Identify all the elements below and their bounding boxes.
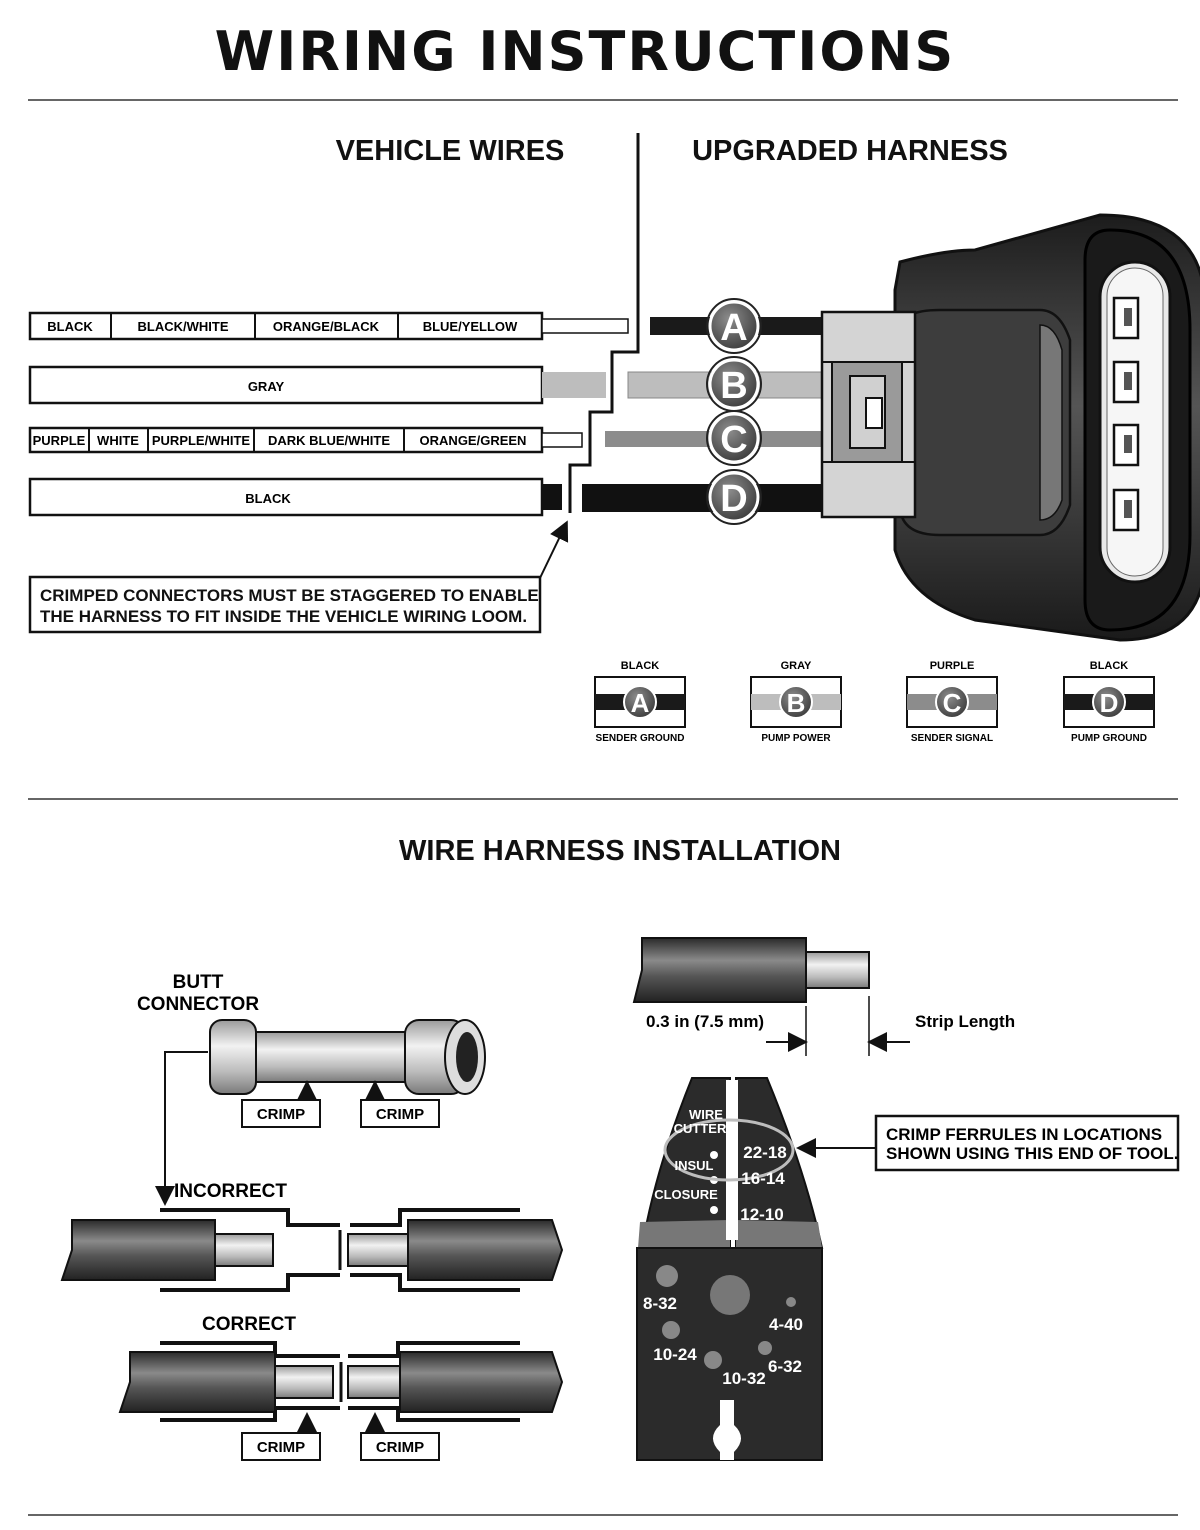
wire-label: ORANGE/GREEN (420, 433, 527, 448)
crimp-label-bottom-right: CRIMP (360, 1432, 440, 1461)
svg-text:PURPLE: PURPLE (930, 660, 975, 672)
strip-measure-label: 0.3 in (7.5 mm) (646, 1012, 764, 1031)
crimp-label-top-left: CRIMP (241, 1099, 321, 1128)
svg-text:SENDER SIGNAL: SENDER SIGNAL (911, 733, 993, 744)
vehicle-wire-row-1: BLACK BLACK/WHITE ORANGE/BLACK BLUE/YELL… (28, 311, 629, 341)
butt-connector (209, 1019, 486, 1095)
stagger-note-box: CRIMPED CONNECTORS MUST BE STAGGERED TO … (28, 575, 542, 634)
tool-label-insul: INSUL (675, 1158, 714, 1173)
svg-text:THE HARNESS TO FIT INSIDE THE: THE HARNESS TO FIT INSIDE THE VEHICLE WI… (40, 607, 527, 626)
svg-text:PUMP POWER: PUMP POWER (761, 733, 831, 744)
butt-connector-label: CONNECTOR (137, 994, 259, 1015)
wire-label: BLACK (245, 491, 291, 506)
butt-connector-leader (155, 1051, 208, 1206)
upgraded-harness-header: UPGRADED HARNESS (692, 135, 1008, 167)
vehicle-wires-header: VEHICLE WIRES (336, 135, 565, 167)
tool-label-closure: CLOSURE (654, 1187, 718, 1202)
svg-text:BLACK: BLACK (1090, 660, 1129, 672)
svg-text:B: B (720, 365, 747, 407)
svg-text:CRIMP: CRIMP (257, 1106, 305, 1123)
butt-connector-label: BUTT (173, 972, 224, 993)
correct-splice (118, 1341, 564, 1422)
pin-badge-b: B (706, 356, 762, 412)
wire-label: GRAY (248, 379, 285, 394)
legend-b: GRAY B PUMP POWER (750, 660, 842, 744)
vehicle-wire-row-4: BLACK (28, 477, 562, 517)
pin-badge-c: C (706, 410, 762, 466)
wire-label: PURPLE (33, 433, 86, 448)
stagger-arrow (539, 520, 569, 579)
tool-screw-6-32: 6-32 (768, 1357, 802, 1376)
wire-label: BLACK (47, 319, 93, 334)
tool-screw-4-40: 4-40 (769, 1315, 803, 1334)
harness-connector (820, 213, 1200, 642)
wire-label: BLACK/WHITE (138, 319, 229, 334)
svg-text:CRIMPED CONNECTORS MUST BE STA: CRIMPED CONNECTORS MUST BE STAGGERED TO … (40, 586, 539, 605)
svg-text:CRIMP: CRIMP (257, 1439, 305, 1456)
svg-text:CRIMP: CRIMP (376, 1439, 424, 1456)
tool-screw-10-32: 10-32 (722, 1369, 765, 1388)
stripped-wire (632, 937, 870, 1003)
svg-text:CRIMP: CRIMP (376, 1106, 424, 1123)
svg-text:GRAY: GRAY (781, 660, 812, 672)
installation-title: WIRE HARNESS INSTALLATION (399, 835, 841, 867)
stagger-divider-line (568, 133, 640, 513)
crimp-label-top-right: CRIMP (360, 1099, 440, 1128)
svg-text:C: C (943, 688, 962, 718)
vehicle-wire-row-2: GRAY (28, 365, 606, 405)
tool-gauge-16-14: 16-14 (741, 1169, 785, 1188)
svg-text:A: A (720, 307, 747, 349)
svg-text:D: D (1100, 688, 1119, 718)
svg-text:D: D (720, 478, 747, 520)
crimp-tool (636, 1077, 824, 1461)
tool-gauge-12-10: 12-10 (740, 1205, 783, 1224)
svg-text:CRIMP FERRULES IN LOCATIONS: CRIMP FERRULES IN LOCATIONS (886, 1125, 1162, 1144)
svg-text:SHOWN USING THIS END OF TOOL.: SHOWN USING THIS END OF TOOL. (886, 1144, 1178, 1163)
svg-text:PUMP GROUND: PUMP GROUND (1071, 733, 1147, 744)
svg-text:B: B (787, 688, 806, 718)
page-title: WIRING INSTRUCTIONS (215, 20, 956, 83)
vehicle-wire-stub (541, 318, 629, 334)
incorrect-label: INCORRECT (174, 1181, 287, 1202)
svg-text:BLACK: BLACK (621, 660, 660, 672)
tool-note-box: CRIMP FERRULES IN LOCATIONS SHOWN USING … (874, 1114, 1180, 1172)
legend-a: BLACK A SENDER GROUND (594, 660, 686, 744)
wire-label: BLUE/YELLOW (423, 319, 518, 334)
vehicle-wire-stub (541, 432, 583, 448)
tool-label-wire: WIRE (689, 1107, 723, 1122)
legend-d: BLACK D PUMP GROUND (1063, 660, 1155, 744)
crimp-label-bottom-left: CRIMP (241, 1432, 321, 1461)
tool-gauge-22-18: 22-18 (743, 1143, 786, 1162)
wire-label: PURPLE/WHITE (152, 433, 251, 448)
svg-text:A: A (631, 688, 650, 718)
wire-label: WHITE (97, 433, 139, 448)
vehicle-wire-stub (542, 484, 562, 510)
tool-label-cutter: CUTTER (674, 1121, 727, 1136)
tool-screw-10-24: 10-24 (653, 1345, 697, 1364)
harness-wire-d (582, 484, 830, 512)
strip-length-label: Strip Length (915, 1012, 1015, 1031)
svg-text:SENDER GROUND: SENDER GROUND (596, 733, 685, 744)
tool-screw-8-32: 8-32 (643, 1294, 677, 1313)
wire-label: ORANGE/BLACK (273, 319, 380, 334)
correct-label: CORRECT (202, 1314, 296, 1335)
incorrect-splice (60, 1208, 564, 1292)
vehicle-wire-row-3: PURPLE WHITE PURPLE/WHITE DARK BLUE/WHIT… (28, 426, 583, 454)
wire-label: DARK BLUE/WHITE (268, 433, 390, 448)
svg-text:C: C (720, 419, 747, 461)
vehicle-wire-stub (542, 372, 606, 398)
pin-badge-d: D (706, 469, 762, 525)
pin-badge-a: A (706, 298, 762, 354)
legend-c: PURPLE C SENDER SIGNAL (906, 660, 998, 744)
